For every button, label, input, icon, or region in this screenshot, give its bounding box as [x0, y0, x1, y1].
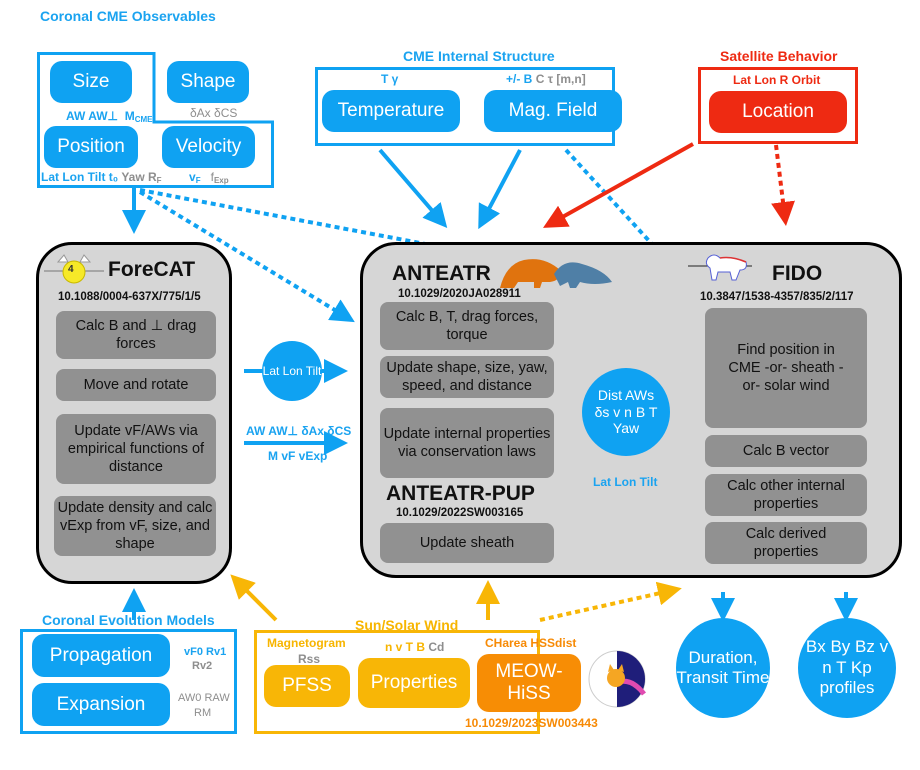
- forecat-icon-badge: 4: [68, 264, 74, 275]
- solar-wind-title: Sun/Solar Wind: [355, 617, 459, 633]
- size-transfer-label-bottom: M vF vExp: [268, 449, 328, 463]
- forecat-step: Update vF/AWs via empirical functions of…: [56, 414, 216, 484]
- velocity-box[interactable]: Velocity: [162, 126, 255, 168]
- meowhiss-box[interactable]: MEOW-HiSS: [477, 654, 581, 712]
- forecat-title: ForeCAT: [108, 258, 196, 281]
- velocity-params-v-sub: F: [195, 176, 201, 185]
- velocity-params-v: v: [189, 170, 196, 184]
- arrow-location-to-anteatr: [543, 142, 694, 228]
- size-box[interactable]: Size: [50, 61, 132, 103]
- properties-box[interactable]: Properties: [358, 658, 470, 708]
- temperature-params: T γ: [381, 72, 399, 86]
- internal-structure-title: CME Internal Structure: [403, 48, 555, 64]
- size-transfer-label-top: AW AW⊥ δAx δCS: [246, 424, 352, 438]
- temperature-box[interactable]: Temperature: [322, 90, 460, 132]
- pfss-params: Magnetogram: [267, 636, 346, 650]
- coronal-evolution-title: Coronal Evolution Models: [42, 612, 215, 628]
- arrow-location-to-fido: [771, 144, 795, 226]
- anteater-icon: [500, 259, 612, 288]
- size-params-m-sub: CME: [134, 115, 153, 124]
- anteatr-doi: 10.1029/2020JA028911: [398, 288, 521, 300]
- properties-params-gray: Cd: [428, 640, 445, 654]
- position-params-blue: Lat Lon Tilt t₀: [41, 170, 119, 184]
- position-box[interactable]: Position: [44, 126, 138, 168]
- anteatr-step: Update internal properties via conservat…: [380, 408, 554, 478]
- anteatr-step: Update shape, size, yaw, speed, and dist…: [380, 356, 554, 398]
- forecat-step: Calc B and ⊥ drag forces: [56, 311, 216, 359]
- size-params: AW AW⊥ MCME: [66, 109, 152, 124]
- fido-step: Calc B vector: [705, 435, 867, 467]
- mag-field-params-gray: C τ [m,n]: [535, 72, 586, 86]
- lat-lon-tilt-arrow-label: Lat Lon Tilt: [593, 475, 658, 489]
- expansion-params-2: RM: [194, 707, 212, 719]
- dist-aws-circle: Dist AWs δs v n B T Yaw: [582, 368, 670, 456]
- mag-field-params: +/- B C τ [m,n]: [506, 72, 586, 86]
- position-params: Lat Lon Tilt t₀ Yaw RF: [41, 170, 162, 185]
- duration-output-circle: Duration, Transit Time: [676, 618, 770, 718]
- meowhiss-doi: 10.1029/2023SW003443: [465, 716, 598, 730]
- forecat-doi: 10.1088/0004-637X/775/1/5: [58, 291, 201, 303]
- arrow-magfield-to-anteatr: [478, 149, 522, 230]
- forecat-step: Move and rotate: [56, 369, 216, 401]
- shape-params: δAx δCS: [190, 106, 238, 120]
- propagation-params-gray: Rv2: [192, 660, 213, 672]
- mag-field-box[interactable]: Mag. Field: [484, 90, 622, 132]
- arrow-temperature-to-anteatr: [378, 148, 448, 229]
- mag-field-params-blue: +/- B: [506, 72, 533, 86]
- satellite-title: Satellite Behavior: [720, 48, 838, 64]
- anteatr-pup-title: ANTEATR-PUP: [386, 482, 535, 505]
- shape-box[interactable]: Shape: [167, 61, 249, 103]
- velocity-params: vF fExp: [189, 170, 229, 185]
- anteatr-pup-doi: 10.1029/2022SW003165: [396, 507, 524, 519]
- orientation-transfer-circle: Lat Lon Tilt: [262, 341, 322, 401]
- forecat-cat-icon: [44, 254, 104, 284]
- meowhiss-params: CHarea HSSdist: [485, 636, 577, 650]
- position-params-gray: Yaw R: [121, 170, 157, 184]
- fido-step: Calc derived properties: [705, 522, 867, 564]
- position-params-gray-sub: F: [156, 176, 162, 185]
- fido-doi: 10.3847/1538-4357/835/2/117: [700, 291, 854, 303]
- expansion-box[interactable]: Expansion: [32, 683, 170, 726]
- meow-hiss-cat-icon: [588, 650, 646, 708]
- size-params-aw: AW AW⊥: [66, 109, 119, 123]
- arrow-solarwind-to-fido: [539, 581, 682, 622]
- expansion-params: AW0 RAW: [178, 692, 230, 704]
- profiles-output-circle: Bx By Bz v n T Kp profiles: [798, 618, 896, 718]
- size-params-m: M: [124, 109, 135, 123]
- fido-title: FIDO: [772, 262, 823, 285]
- location-params: Lat Lon R Orbit: [733, 73, 821, 87]
- arrow-solarwind-to-forecat: [230, 574, 278, 622]
- anteatr-step: Calc B, T, drag forces, torque: [380, 302, 554, 350]
- forecat-step: Update density and calc vExp from vF, si…: [54, 496, 216, 556]
- anteatr-pup-step: Update sheath: [380, 523, 554, 563]
- coronal-observables-frame: [37, 52, 274, 188]
- velocity-params-f-sub: Exp: [213, 176, 229, 185]
- anteatr-title: ANTEATR: [392, 262, 491, 285]
- propagation-params-blue: vF0 Rv1: [184, 646, 227, 658]
- velocity-params-f: f: [210, 170, 214, 184]
- fido-step: Calc other internal properties: [705, 474, 867, 516]
- fido-step: Find position in CME -or- sheath -or- so…: [705, 308, 867, 428]
- pfss-params-gray: Rss: [298, 652, 321, 666]
- pfss-box[interactable]: PFSS: [264, 665, 350, 707]
- coronal-observables-title: Coronal CME Observables: [40, 8, 216, 24]
- dog-icon: [688, 254, 752, 281]
- coronal-evolution-frame: [20, 629, 237, 734]
- properties-params: n v T B Cd: [385, 640, 444, 654]
- location-box[interactable]: Location: [709, 91, 847, 133]
- satellite-frame: [698, 67, 858, 144]
- properties-params-gold: n v T B: [385, 640, 426, 654]
- propagation-box[interactable]: Propagation: [32, 634, 170, 677]
